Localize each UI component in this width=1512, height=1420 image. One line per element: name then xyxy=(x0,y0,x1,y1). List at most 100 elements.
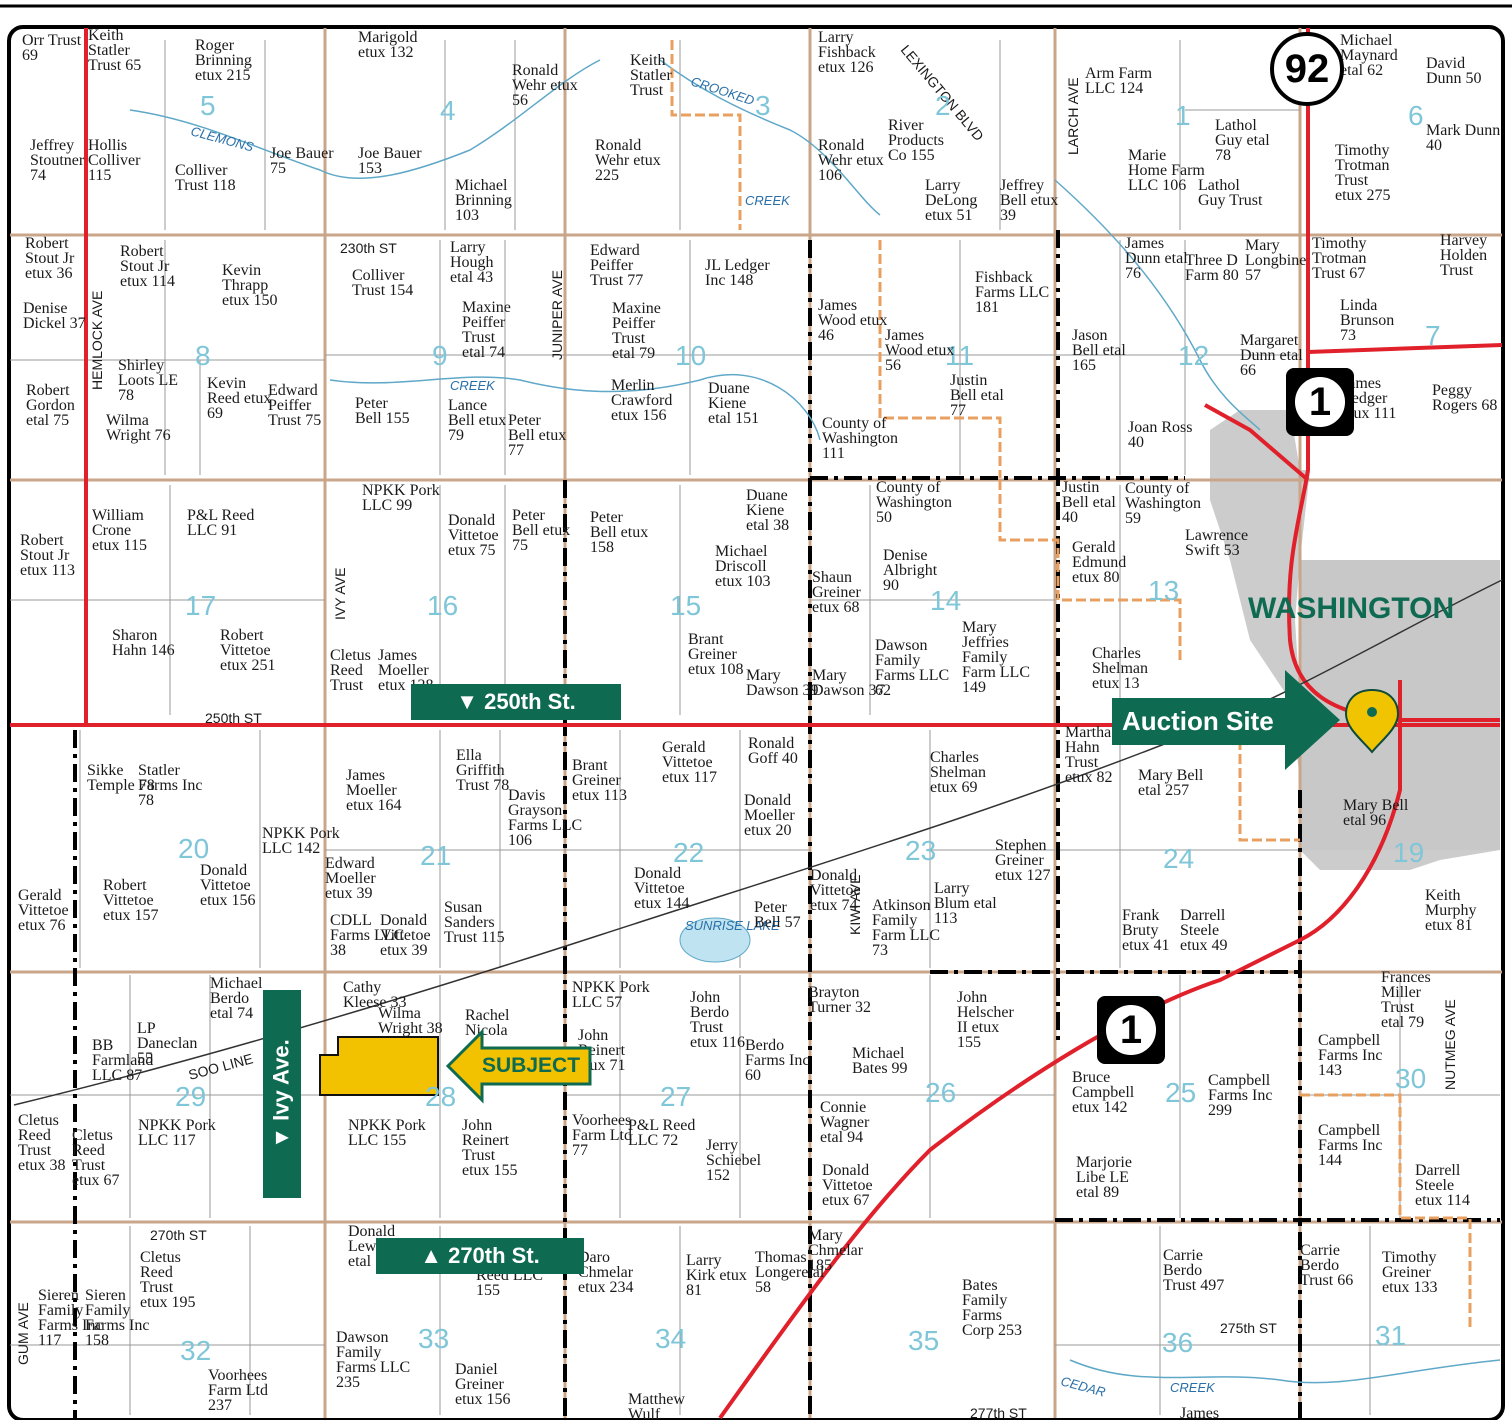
auction-site-marker[interactable] xyxy=(1344,688,1400,754)
map-pin-icon xyxy=(1344,688,1400,754)
section-number: 11 xyxy=(945,340,974,371)
owner-label: JamesRobert xyxy=(1180,1405,1224,1420)
road-kiwi-ave: KIWI AVE xyxy=(847,875,863,935)
section-number: 16 xyxy=(427,590,458,621)
section-number: 17 xyxy=(185,590,216,621)
section-number: 14 xyxy=(930,585,961,616)
section-number: 6 xyxy=(1408,100,1424,131)
section-number: 3 xyxy=(755,90,771,121)
section-number: 8 xyxy=(195,340,211,371)
road-nutmeg-ave: NUTMEG AVE xyxy=(1442,999,1458,1090)
subject-parcel[interactable] xyxy=(319,1036,439,1096)
highway-number: 92 xyxy=(1284,46,1330,91)
section-number: 25 xyxy=(1165,1077,1196,1108)
road-230th-st: 230th ST xyxy=(340,240,397,256)
road-larch-ave: LARCH AVE xyxy=(1065,77,1081,155)
section-number: 24 xyxy=(1163,843,1194,874)
section-number: 22 xyxy=(673,837,704,868)
sunrise-lake xyxy=(679,917,751,963)
highway-92-shield: 92 xyxy=(1270,32,1344,106)
town-label: WASHINGTON xyxy=(1248,592,1454,625)
section-number: 7 xyxy=(1425,320,1441,351)
section-numbers: 5 4 3 2 1 6 8 9 10 11 12 7 17 16 15 14 1… xyxy=(175,90,1441,1366)
creeks xyxy=(129,59,1501,1384)
pin-dot xyxy=(1367,707,1377,717)
highway-1-shield-south: 1 xyxy=(1097,996,1165,1064)
subject-label: SUBJECT xyxy=(482,1054,580,1077)
creek-label-creek-3: CREEK xyxy=(1170,1380,1216,1395)
orange-parcel-outlines xyxy=(670,40,1472,1330)
section-number: 4 xyxy=(440,95,456,126)
section-number: 33 xyxy=(418,1323,449,1354)
